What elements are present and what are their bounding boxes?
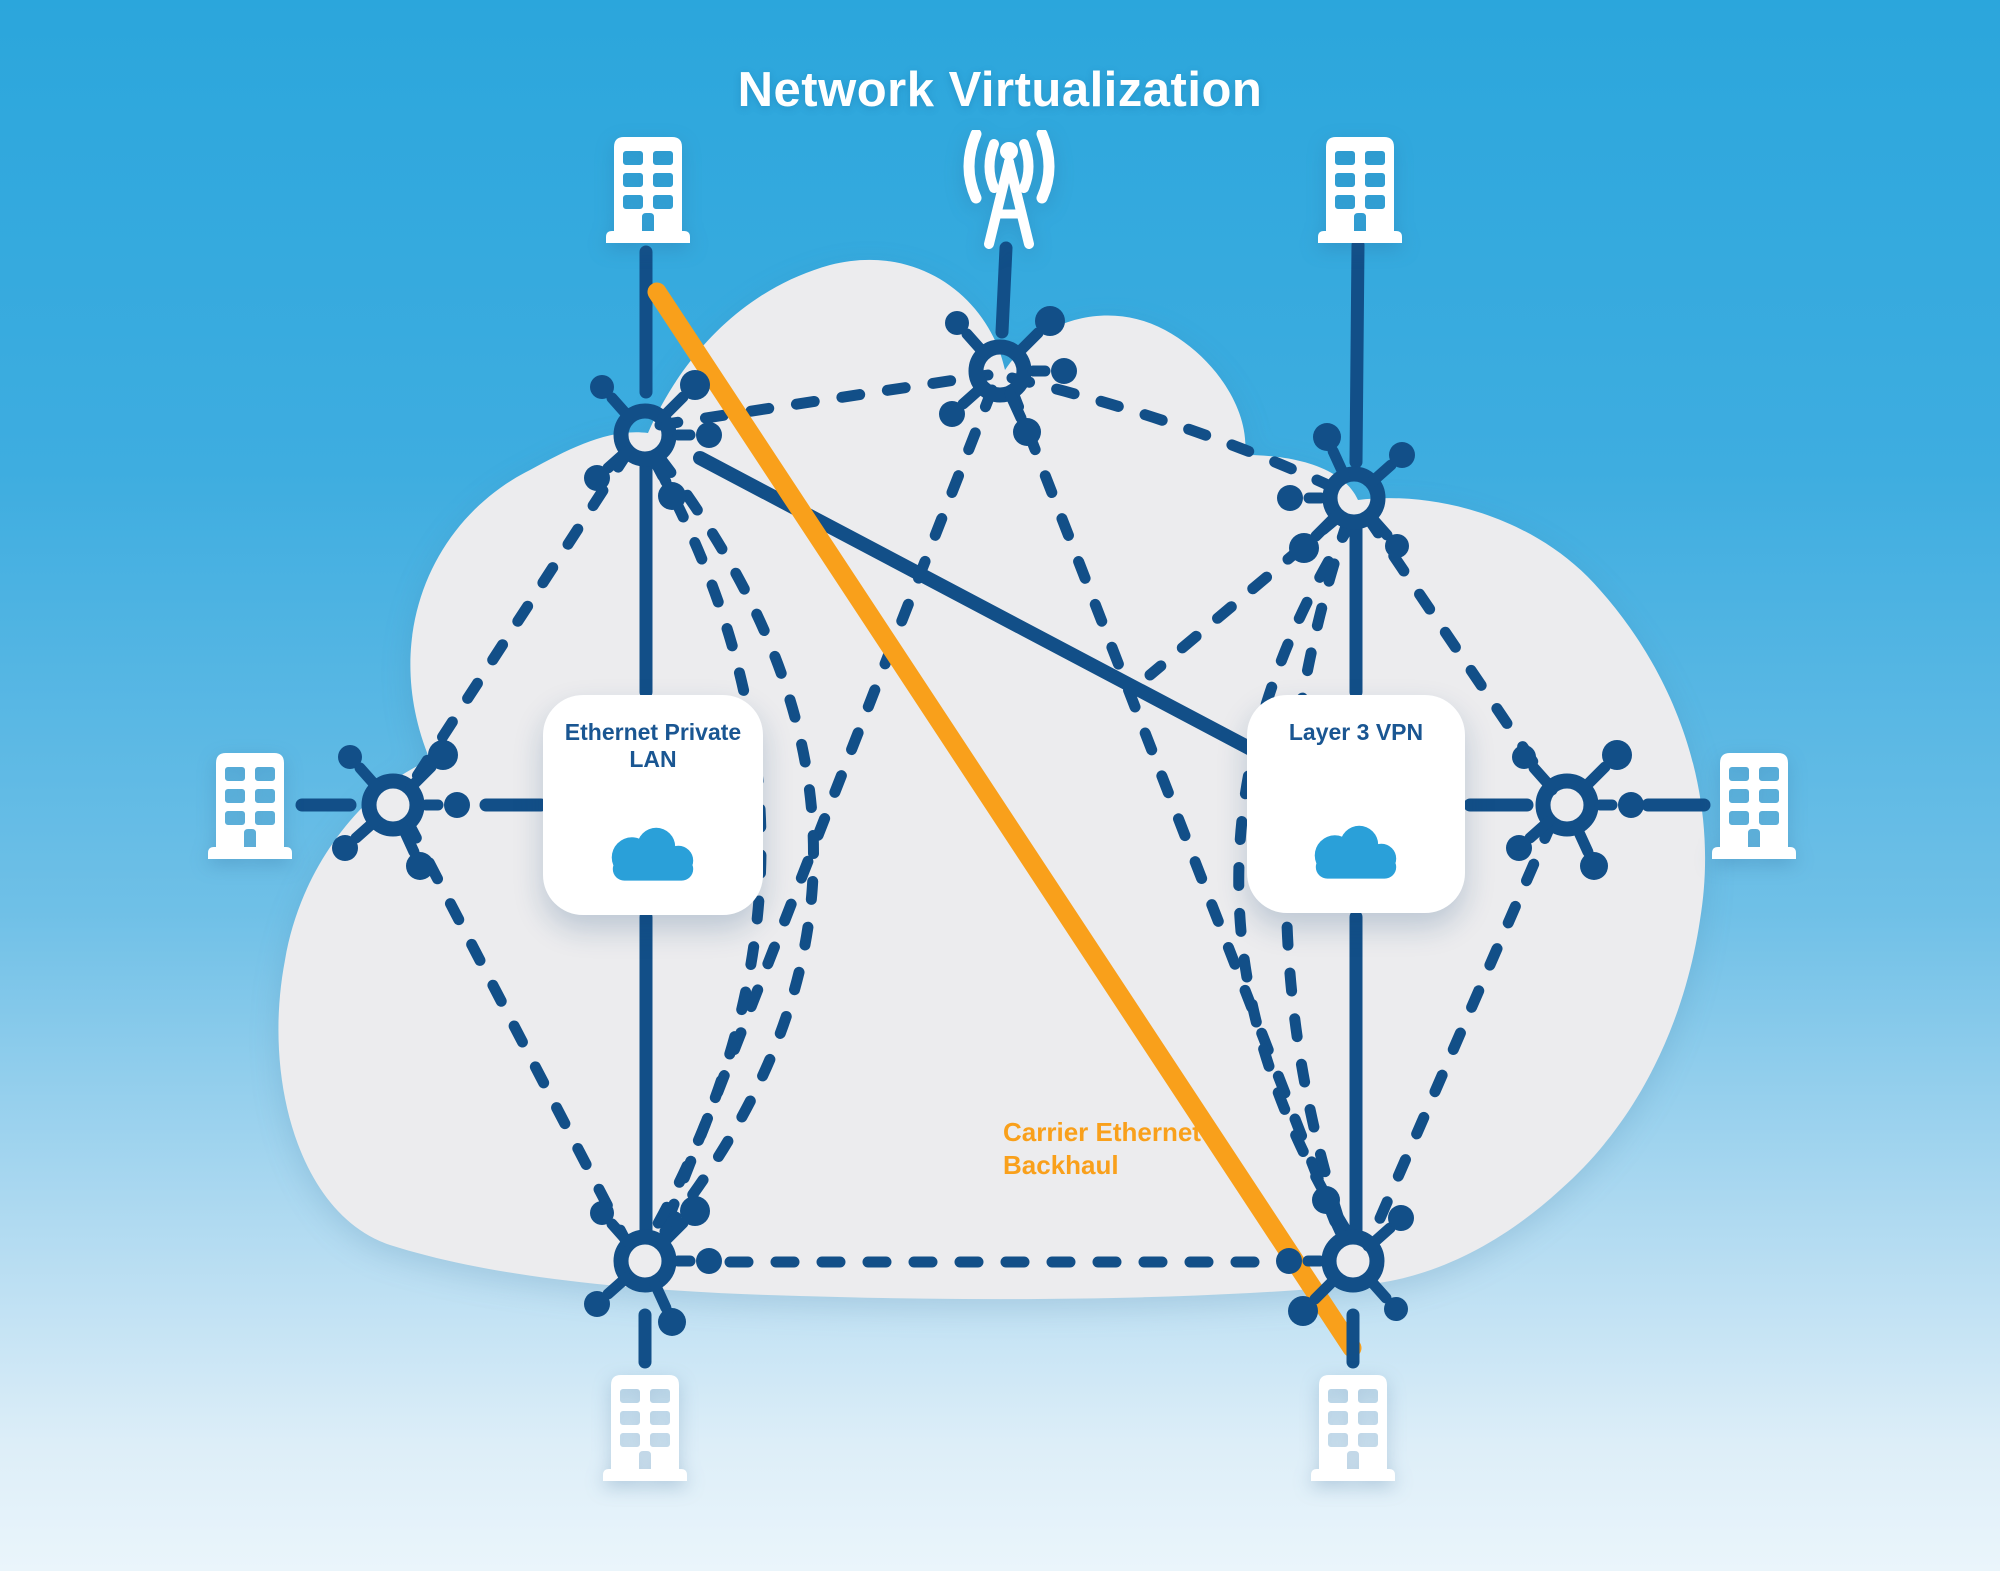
card-label: Layer 3 VPN: [1288, 719, 1424, 745]
office-building-icon: [606, 137, 690, 243]
building-top-left: [606, 137, 690, 243]
building-left: [208, 753, 292, 859]
office-building-icon: [208, 753, 292, 859]
building-right: [1712, 753, 1796, 859]
building-bottom-left: [603, 1375, 687, 1481]
building-bottom-right: [1311, 1375, 1395, 1481]
office-building-icon: [603, 1375, 687, 1481]
cloud-icon: [1314, 825, 1397, 879]
page-title: Network Virtualization: [737, 63, 1263, 117]
card-label: Ethernet Private LAN: [564, 719, 742, 773]
carrier-ethernet-backhaul-line: [647, 282, 1362, 1358]
backhaul-link-label: Carrier Ethernet Backhaul: [1003, 1117, 1201, 1180]
cell-tower-top-center: [949, 130, 1069, 250]
office-building-icon: [1311, 1375, 1395, 1481]
building-top-right: [1318, 137, 1402, 243]
provider-cloud-shape: [278, 259, 1706, 1300]
card-layer-3-vpn: Layer 3 VPN: [1247, 695, 1465, 913]
cloud-icon: [611, 827, 694, 881]
office-building-icon: [1318, 137, 1402, 243]
card-ethernet-private-lan: Ethernet Private LAN: [543, 695, 763, 915]
radio-tower-icon: [949, 130, 1069, 250]
office-building-icon: [1712, 753, 1796, 859]
